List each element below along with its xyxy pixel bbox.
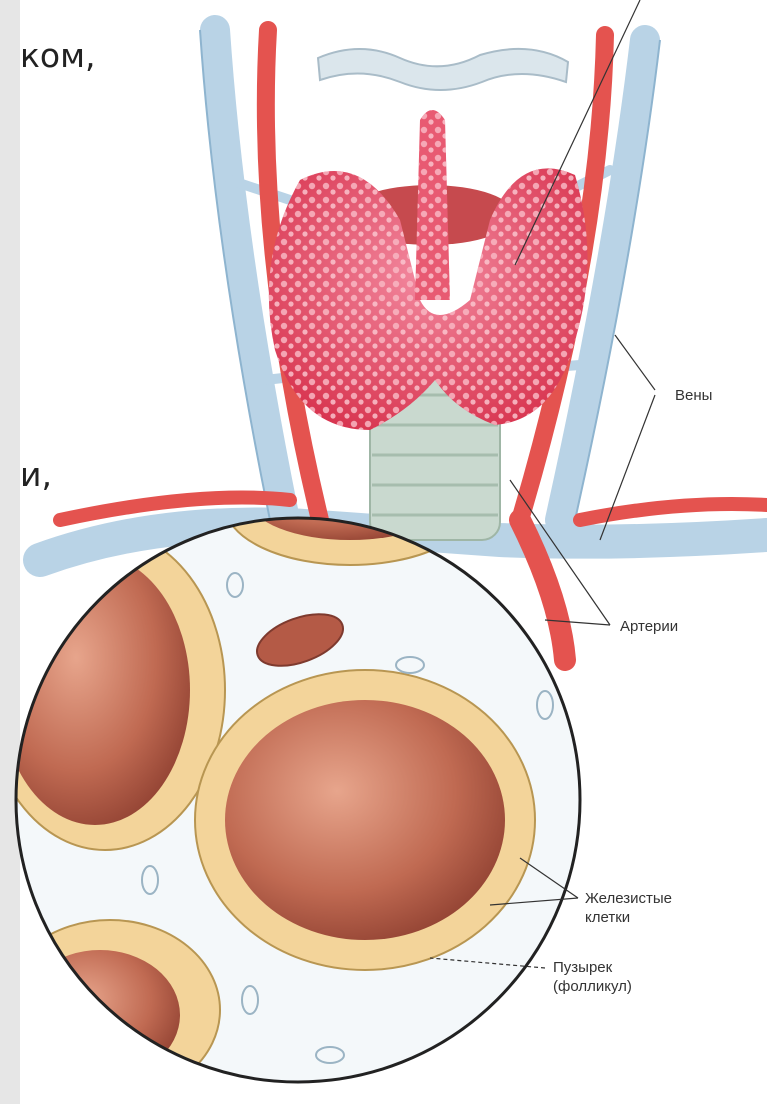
jaw-shape [318, 49, 568, 90]
label-follicle-line1: Пузырек [553, 958, 632, 977]
label-arteries: Артерии [620, 617, 678, 636]
label-gland-cells: Железистые клетки [585, 889, 672, 927]
label-follicle: Пузырек (фолликул) [553, 958, 632, 996]
label-follicle-line2: (фолликул) [553, 977, 632, 996]
label-veins: Вены [675, 386, 712, 405]
label-gland-cells-line1: Железистые [585, 889, 672, 908]
thyroid-gland [269, 110, 588, 430]
label-gland-cells-line2: клетки [585, 908, 672, 927]
